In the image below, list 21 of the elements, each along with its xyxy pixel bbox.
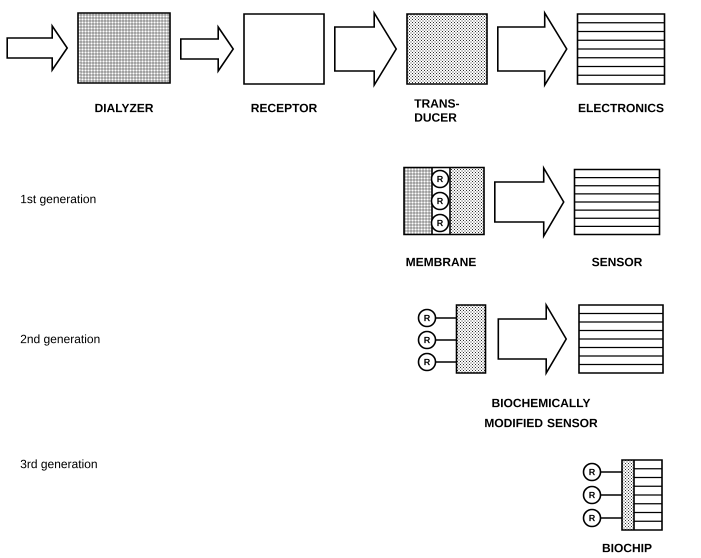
block-arrow (334, 10, 398, 88)
block-arrow (498, 302, 568, 376)
transducer-block (456, 304, 486, 374)
electronics-block (578, 304, 664, 374)
block-label: DIALYZER (95, 104, 154, 112)
generation-label: 2nd generation (20, 334, 100, 346)
block-label: TRANS- DUCER (414, 99, 460, 122)
block-label: ELECTRONICS (578, 104, 664, 112)
generation-label: 1st generation (21, 194, 96, 206)
block-label: MEMBRANE (406, 258, 476, 266)
generation-label: 3rd generation (20, 459, 97, 471)
block-label: BIOCHIP (602, 544, 652, 552)
block-arrow (6, 23, 68, 73)
biochip-block (621, 459, 663, 531)
block-arrow (180, 24, 234, 74)
block-arrow (494, 165, 565, 239)
block-label: RECEPTOR (252, 104, 317, 112)
block-label: SENSOR (592, 258, 642, 266)
caption: BIOCHEMICALLY MODIFIED SENSOR (485, 398, 598, 428)
block-arrow (497, 10, 568, 88)
membrane-block (403, 166, 485, 236)
